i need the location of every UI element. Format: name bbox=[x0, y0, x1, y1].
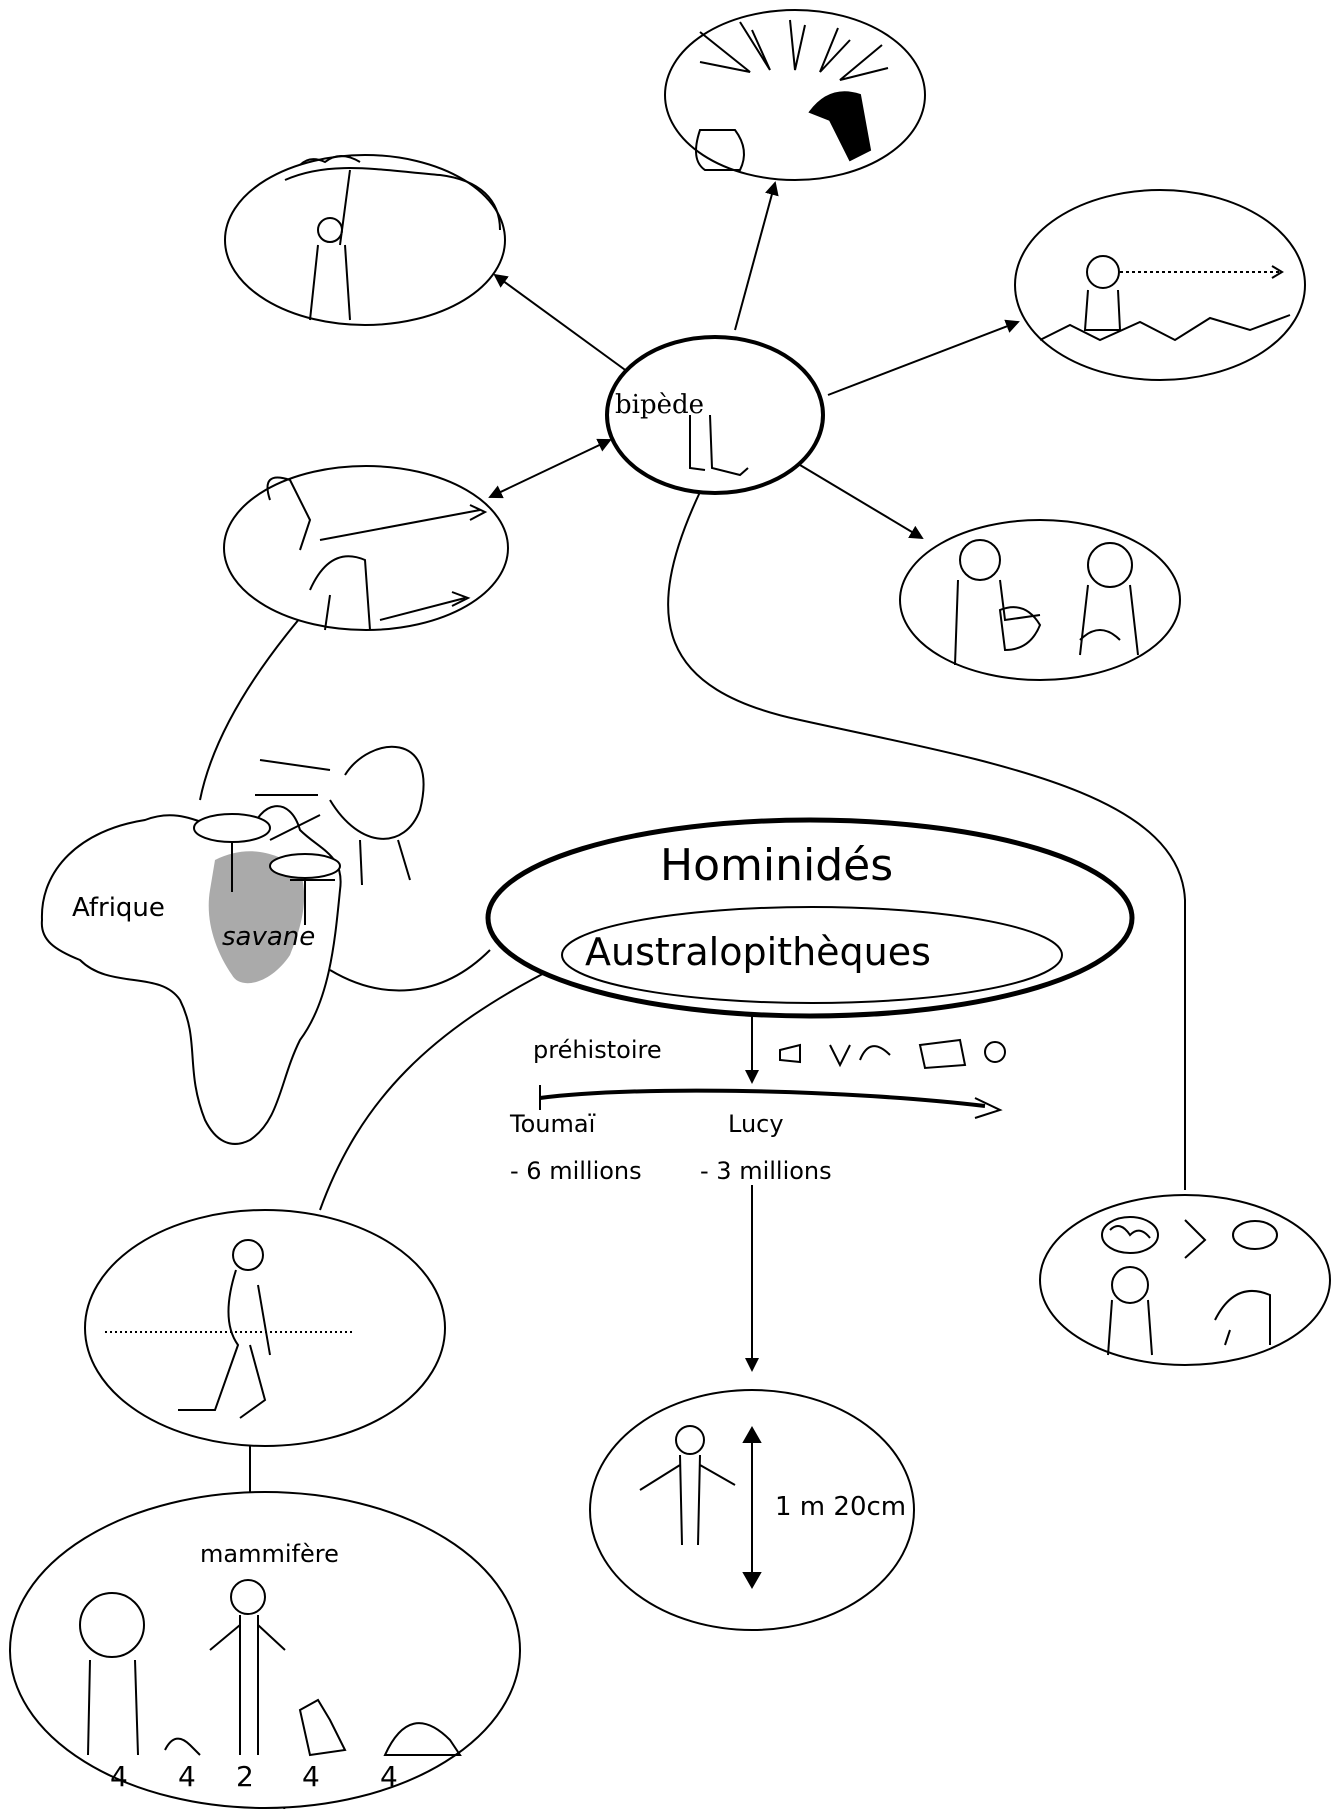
lucy-height-icon bbox=[639, 1425, 762, 1590]
long-view-node bbox=[1014, 189, 1306, 381]
sun-rays-icon bbox=[695, 19, 889, 171]
looking-far-icon bbox=[1039, 255, 1291, 342]
walking-hominid-icon bbox=[105, 1239, 355, 1419]
legs-icon bbox=[689, 414, 749, 477]
bipede-label: bipède bbox=[615, 390, 705, 420]
leg-count-hedgehog: 4 bbox=[380, 1760, 398, 1793]
savanna-label: savane bbox=[222, 922, 316, 952]
australopitheques-title: Australopithèques bbox=[585, 930, 931, 974]
quadruped-walk-node bbox=[223, 465, 509, 631]
lion-icon bbox=[79, 1592, 145, 1658]
toumai-date: - 6 millions bbox=[510, 1157, 642, 1185]
australopitheques-node bbox=[561, 906, 1063, 1004]
lucy-date: - 3 millions bbox=[700, 1157, 832, 1185]
link-bipede-brain bbox=[667, 491, 1186, 1190]
hominides-title: Hominidés bbox=[660, 840, 894, 891]
leg-count-lion: 4 bbox=[110, 1760, 128, 1793]
tools-icons bbox=[779, 1038, 1006, 1070]
brain-comparison-icon bbox=[1101, 1216, 1278, 1356]
link-bipede-view bbox=[827, 319, 1020, 396]
link-quadruped-africa bbox=[199, 617, 301, 801]
hominides-node bbox=[485, 817, 1135, 1019]
human-icon bbox=[209, 1615, 286, 1755]
link-bipede-hands bbox=[799, 464, 924, 540]
timeline-axis bbox=[539, 1085, 1003, 1119]
carrying-figures-icon bbox=[954, 539, 1139, 666]
brain-size-node bbox=[1039, 1194, 1331, 1366]
link-quadruped-bipede bbox=[488, 438, 612, 499]
free-hands-node bbox=[899, 519, 1181, 681]
link-africa-center bbox=[329, 949, 491, 992]
walking-comparison-icon bbox=[266, 476, 488, 631]
savanna-sun bbox=[255, 745, 425, 886]
africa-map bbox=[40, 805, 342, 1145]
height-label: 1 m 20cm bbox=[775, 1492, 907, 1522]
link-bipede-sun bbox=[734, 181, 779, 331]
leg-count-mouse: 4 bbox=[178, 1760, 196, 1793]
bipede-node bbox=[605, 335, 825, 495]
fox-icon bbox=[298, 1698, 347, 1757]
hedgehog-icon bbox=[383, 1722, 462, 1756]
climbing-figure-icon bbox=[284, 155, 501, 321]
link-center-walker bbox=[319, 964, 561, 1211]
prehistory-label: préhistoire bbox=[533, 1036, 662, 1064]
toumai-label: Toumaï bbox=[510, 1110, 596, 1138]
lucy-label: Lucy bbox=[728, 1110, 784, 1138]
climb-tree-node bbox=[224, 154, 506, 326]
leg-count-fox: 4 bbox=[302, 1760, 320, 1793]
leg-count-human: 2 bbox=[236, 1760, 254, 1793]
mammals-illustration bbox=[79, 1579, 462, 1757]
mammal-label: mammifère bbox=[200, 1540, 339, 1568]
africa-label: Afrique bbox=[72, 893, 165, 923]
link-bipede-climb bbox=[493, 273, 629, 373]
mouse-icon bbox=[164, 1737, 201, 1756]
